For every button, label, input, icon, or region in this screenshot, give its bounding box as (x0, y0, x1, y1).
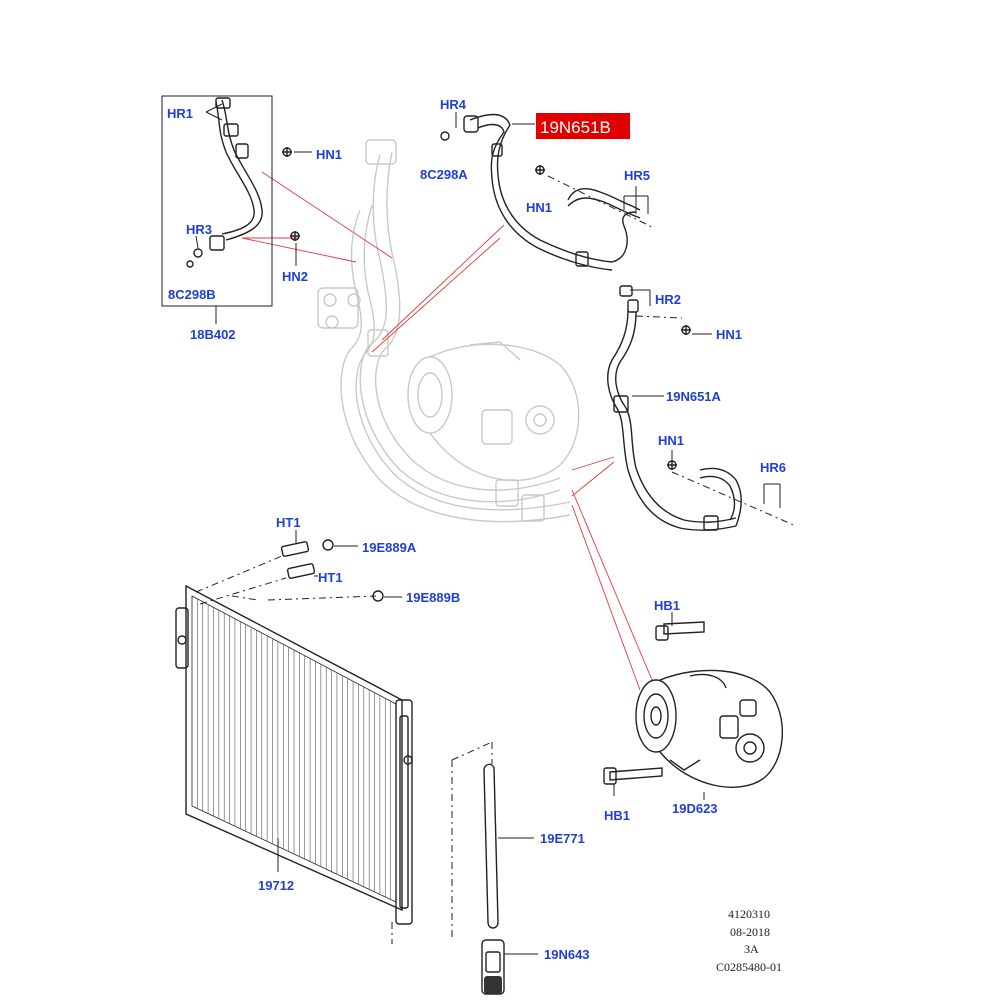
label-hn1-d: HN1 (658, 433, 684, 448)
label-19d623: 19D623 (672, 801, 718, 816)
label-19n651a: 19N651A (666, 389, 722, 404)
label-19e889a: 19E889A (362, 540, 417, 555)
label-19e771: 19E771 (540, 831, 585, 846)
label-hr1: HR1 (167, 106, 193, 121)
label-hr3: HR3 (186, 222, 212, 237)
label-hn1-c: HN1 (716, 327, 742, 342)
hose-19n651a (607, 285, 797, 531)
label-hb1-a: HB1 (654, 598, 680, 613)
ref-code: C0285480-01 (716, 960, 782, 974)
label-hb1-b: HB1 (604, 808, 630, 823)
label-18b402: 18B402 (190, 327, 236, 342)
ref-number: 4120310 (728, 907, 770, 921)
label-19n643: 19N643 (544, 947, 590, 962)
label-hn1-a: HN1 (316, 147, 342, 162)
label-8c298a: 8C298A (420, 167, 468, 182)
label-hr6: HR6 (760, 460, 786, 475)
ref-date: 08-2018 (730, 925, 770, 939)
hose-19n651b (440, 112, 655, 271)
drawing-reference: 4120310 08-2018 3A C0285480-01 (716, 907, 782, 974)
label-ht1-b: HT1 (318, 570, 343, 585)
label-hn2: HN2 (282, 269, 308, 284)
label-hn1-b: HN1 (526, 200, 552, 215)
label-ht1-a: HT1 (276, 515, 301, 530)
label-8c298b: 8C298B (168, 287, 216, 302)
fittings-ht1-19e889 (195, 530, 402, 605)
ref-revision: 3A (744, 942, 759, 956)
drier-19n643 (481, 939, 538, 995)
condenser-19712 (175, 584, 413, 944)
label-19n651b: 19N651B (540, 118, 611, 137)
callout-lines (241, 171, 653, 691)
label-hr2: HR2 (655, 292, 681, 307)
label-19e889b: 19E889B (406, 590, 460, 605)
label-hr4: HR4 (440, 97, 467, 112)
compressor-19d623 (603, 612, 783, 800)
hose-18b402 (161, 95, 312, 324)
seal-19e771 (451, 741, 534, 940)
highlight-19n651b-box (536, 113, 630, 139)
part-labels: HR1 HN1 HR3 HN2 8C298B 18B402 HR4 8C298A… (167, 97, 786, 962)
ghost-hose-assembly (317, 139, 580, 523)
label-19712: 19712 (258, 878, 294, 893)
label-hr5: HR5 (624, 168, 650, 183)
